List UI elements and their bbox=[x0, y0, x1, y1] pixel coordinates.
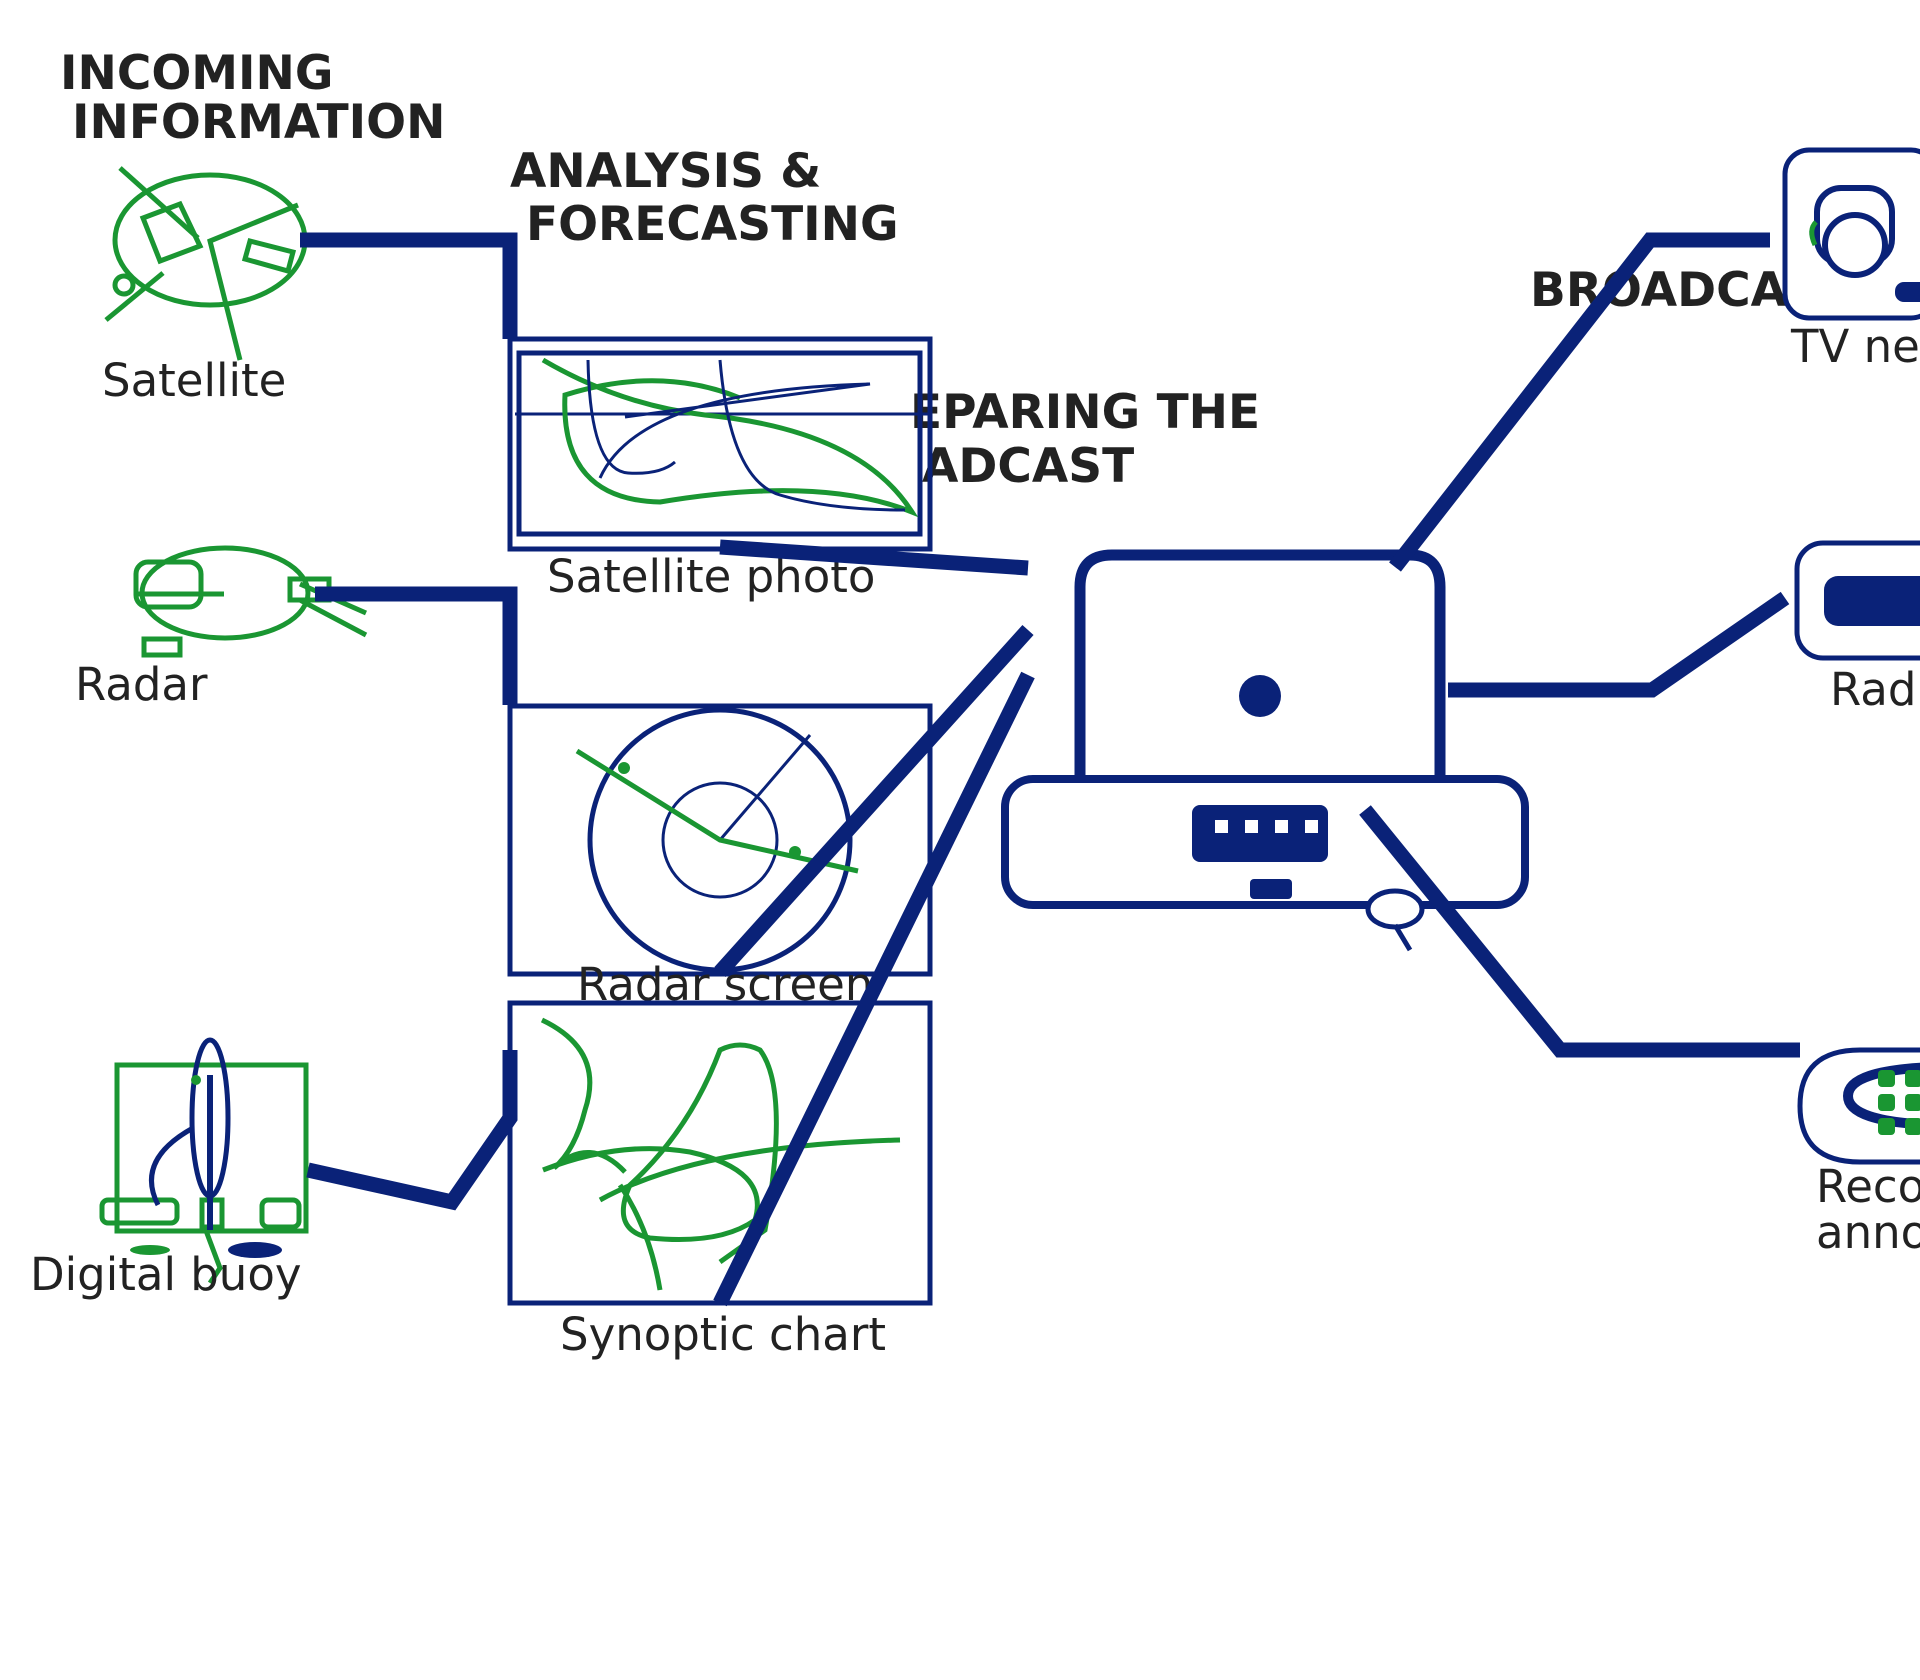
recorded-label-line1: Reco bbox=[1816, 1160, 1920, 1213]
synoptic-chart-label: Synoptic chart bbox=[560, 1308, 886, 1361]
satellite-icon bbox=[104, 166, 308, 361]
satellite-label: Satellite bbox=[102, 354, 286, 407]
stage-heading-preparing-line2: ADCAST bbox=[922, 439, 1134, 494]
tv-label: TV ne bbox=[1790, 320, 1920, 373]
telephone-icon bbox=[1797, 1047, 1920, 1165]
radio-icon bbox=[1794, 540, 1920, 661]
stage-heading-incoming-line2: INFORMATION bbox=[72, 95, 445, 150]
recorded-label-line2: anno bbox=[1816, 1206, 1920, 1259]
stage-heading-preparing-line1: EPARING THE bbox=[910, 385, 1260, 440]
connector-radarscreen-to-computer bbox=[714, 624, 1034, 978]
connector-computer-to-radio bbox=[1448, 591, 1790, 698]
tv-camera-icon bbox=[1782, 147, 1920, 321]
stage-heading-analysis-line1: ANALYSIS & bbox=[510, 144, 821, 199]
connector-buoy-to-chart bbox=[306, 1050, 518, 1211]
recorded-label: Reco anno bbox=[1816, 1160, 1920, 1259]
stage-heading-incoming: INCOMING INFORMATION bbox=[60, 46, 445, 150]
stage-heading-preparing: EPARING THE ADCAST bbox=[910, 385, 1276, 494]
computer-workstation-icon bbox=[1001, 549, 1529, 952]
stage-heading-analysis: ANALYSIS & FORECASTING bbox=[510, 144, 899, 252]
radar-label: Radar bbox=[75, 658, 208, 711]
connector-photo-to-computer bbox=[719, 539, 1029, 576]
connector-radar-to-screen bbox=[315, 586, 518, 705]
buoy-icon bbox=[99, 1037, 309, 1285]
connector-computer-to-recorded bbox=[1359, 805, 1800, 1058]
synoptic-chart-image bbox=[507, 1000, 933, 1306]
connector-computer-to-tv bbox=[1389, 232, 1770, 572]
buoy-label: Digital buoy bbox=[30, 1248, 302, 1301]
radio-label: Rad bbox=[1830, 663, 1916, 716]
satellite-photo-image bbox=[507, 336, 933, 552]
stage-heading-analysis-line2: FORECASTING bbox=[526, 197, 899, 252]
stage-heading-broadcast: BROADCAS bbox=[1530, 263, 1821, 318]
stage-heading-incoming-line1: INCOMING bbox=[60, 46, 333, 101]
radar-screen-image bbox=[507, 703, 933, 977]
connector-satellite-to-photo bbox=[300, 232, 518, 339]
connector-chart-to-computer bbox=[713, 671, 1035, 1307]
